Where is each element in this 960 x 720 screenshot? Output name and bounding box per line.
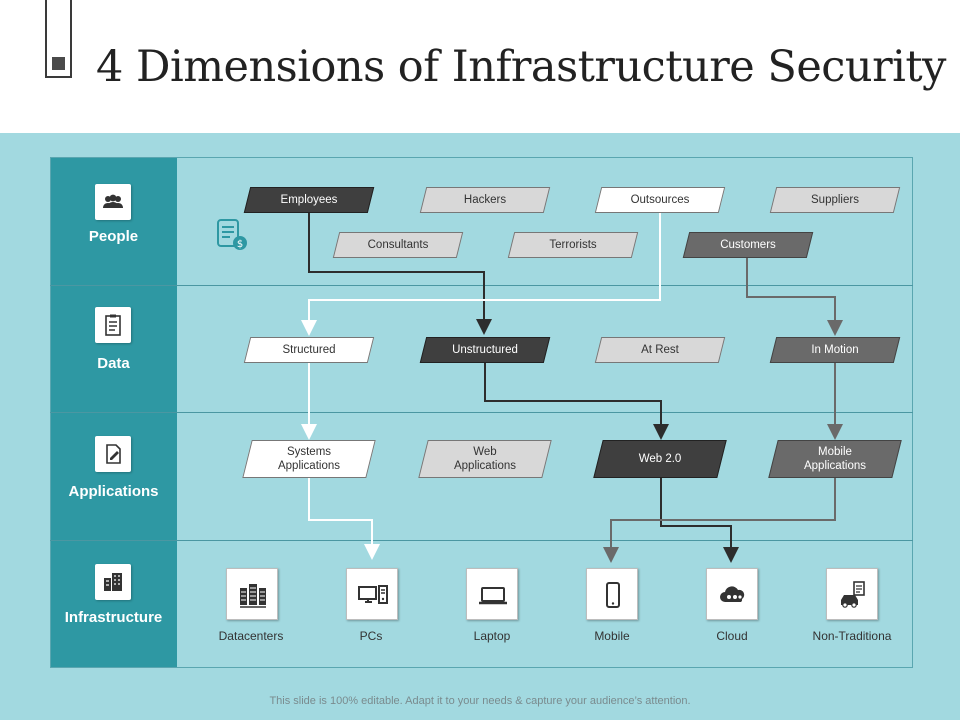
node-systems-applications: Systems Applications bbox=[242, 440, 376, 478]
row-divider bbox=[50, 285, 913, 286]
document-edit-icon bbox=[95, 436, 131, 472]
infra-label-cloud: Cloud bbox=[716, 629, 748, 643]
row-divider bbox=[50, 412, 913, 413]
infra-label-datacenters: Datacenters bbox=[218, 629, 284, 643]
header-accent-bar bbox=[45, 0, 72, 78]
infra-label-mobile: Mobile bbox=[594, 629, 630, 643]
connector-unstructured-web20 bbox=[484, 363, 669, 440]
header: 4 Dimensions of Infrastructure Security bbox=[0, 0, 960, 133]
svg-text:$: $ bbox=[237, 239, 243, 250]
node-consultants: Consultants bbox=[332, 232, 464, 258]
header-accent-square bbox=[52, 57, 65, 70]
node-hackers: Hackers bbox=[419, 187, 551, 213]
infra-label-laptop: Laptop bbox=[473, 629, 511, 643]
page-title: 4 Dimensions of Infrastructure Security bbox=[96, 42, 946, 92]
node-outsources: Outsources bbox=[594, 187, 726, 213]
money-document-icon: $ bbox=[217, 219, 247, 250]
server-rack-icon bbox=[226, 568, 278, 620]
row-label-people: People bbox=[88, 228, 139, 245]
infra-label-pcs: PCs bbox=[359, 629, 383, 643]
clipboard-icon bbox=[95, 307, 131, 343]
row-divider bbox=[50, 540, 913, 541]
node-web-applications: Web Applications bbox=[418, 440, 552, 478]
row-label-data: Data bbox=[97, 355, 130, 372]
connector-systems-pcs bbox=[308, 478, 380, 560]
laptop-icon bbox=[466, 568, 518, 620]
connector-web20-cloud bbox=[660, 478, 739, 563]
node-structured: Structured bbox=[243, 337, 375, 363]
node-web-2-0: Web 2.0 bbox=[593, 440, 727, 478]
vehicle-document-icon bbox=[826, 568, 878, 620]
node-at-rest: At Rest bbox=[594, 337, 726, 363]
node-terrorists: Terrorists bbox=[507, 232, 639, 258]
footer-note: This slide is 100% editable. Adapt it to… bbox=[269, 695, 691, 707]
node-in-motion: In Motion bbox=[769, 337, 901, 363]
people-icon bbox=[95, 184, 131, 220]
node-mobile-applications: Mobile Applications bbox=[768, 440, 902, 478]
cloud-icon bbox=[706, 568, 758, 620]
node-unstructured: Unstructured bbox=[419, 337, 551, 363]
connector-employees-unstructured bbox=[308, 213, 492, 335]
connector-customers-inmotion bbox=[746, 258, 843, 336]
mobile-phone-icon bbox=[586, 568, 638, 620]
row-label-applications: Applications bbox=[68, 483, 159, 500]
infra-label-non-traditional: Non-Traditiona bbox=[812, 629, 892, 643]
building-icon bbox=[95, 564, 131, 600]
desktop-pc-icon bbox=[346, 568, 398, 620]
connector-mobileapps-mobile bbox=[603, 478, 836, 563]
row-label-infrastructure: Infrastructure bbox=[64, 609, 163, 626]
node-suppliers: Suppliers bbox=[769, 187, 901, 213]
node-employees: Employees bbox=[243, 187, 375, 213]
connector-outsources-structured bbox=[301, 213, 661, 336]
node-customers: Customers bbox=[682, 232, 814, 258]
